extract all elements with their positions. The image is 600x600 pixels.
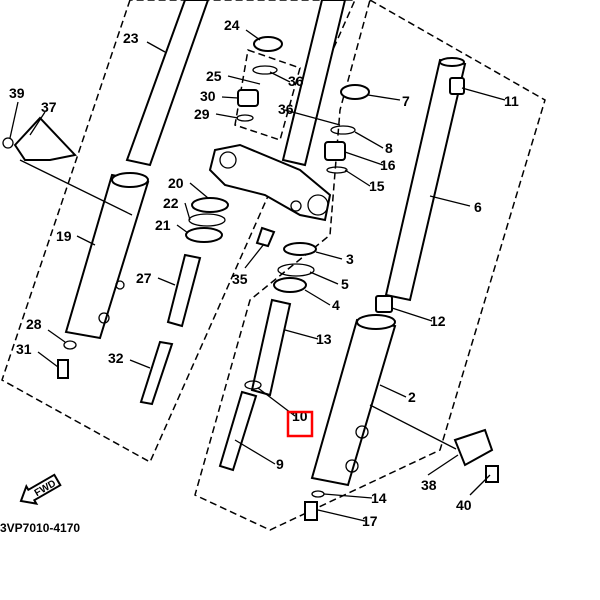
callouts: 23 24 25 36 30 29 36 7 11 8 16 15 39 37 … [9, 17, 519, 529]
callout-35: 35 [232, 271, 248, 287]
callout-25: 25 [206, 68, 222, 84]
callout-12: 12 [430, 313, 446, 329]
callout-5: 5 [341, 276, 349, 292]
callout-3: 3 [346, 251, 354, 267]
callout-37: 37 [41, 99, 57, 115]
callout-9: 9 [276, 456, 284, 472]
inner-tube-6 [384, 57, 467, 302]
diagram-code: 3VP7010-4170 [0, 521, 80, 535]
callout-22: 22 [163, 195, 179, 211]
outer-tube-19 [64, 172, 150, 340]
callout-36: 36 [278, 101, 294, 117]
fwd-label: FWD [33, 478, 58, 499]
callout-6: 6 [474, 199, 482, 215]
callout-17: 17 [362, 513, 378, 529]
callout-21: 21 [155, 217, 171, 233]
highlight-box[interactable] [286, 410, 314, 438]
outer-tube-2 [310, 314, 397, 487]
leader-lines [9, 29, 506, 522]
callout-8: 8 [385, 140, 393, 156]
steering-stem [281, 0, 347, 167]
fwd-arrow-icon: FWD [19, 473, 62, 506]
callout-30: 30 [200, 88, 216, 104]
callout-4: 4 [332, 297, 340, 313]
callout-14: 14 [371, 490, 387, 506]
callout-24: 24 [224, 17, 240, 33]
small-parts [2, 36, 499, 521]
callout-29: 29 [194, 106, 210, 122]
callout-31: 31 [16, 341, 32, 357]
callout-15: 15 [369, 178, 385, 194]
callout-2: 2 [408, 389, 416, 405]
left-fork-group-box [1, 0, 356, 464]
callout-13: 13 [316, 331, 332, 347]
callout-16: 16 [380, 157, 396, 173]
callout-10: 10 [292, 408, 308, 424]
callout-36: 36 [288, 73, 304, 89]
callout-7: 7 [402, 93, 410, 109]
callout-11: 11 [504, 93, 519, 109]
callout-28: 28 [26, 316, 42, 332]
callout-27: 27 [136, 270, 152, 286]
under-bracket [208, 143, 332, 222]
callout-39: 39 [9, 85, 25, 101]
callout-38: 38 [421, 477, 437, 493]
callout-19: 19 [56, 228, 72, 244]
callout-32: 32 [108, 350, 124, 366]
callout-23: 23 [123, 30, 139, 46]
callout-20: 20 [168, 175, 184, 191]
inner-tube-23 [125, 0, 210, 167]
callout-40: 40 [456, 497, 472, 513]
